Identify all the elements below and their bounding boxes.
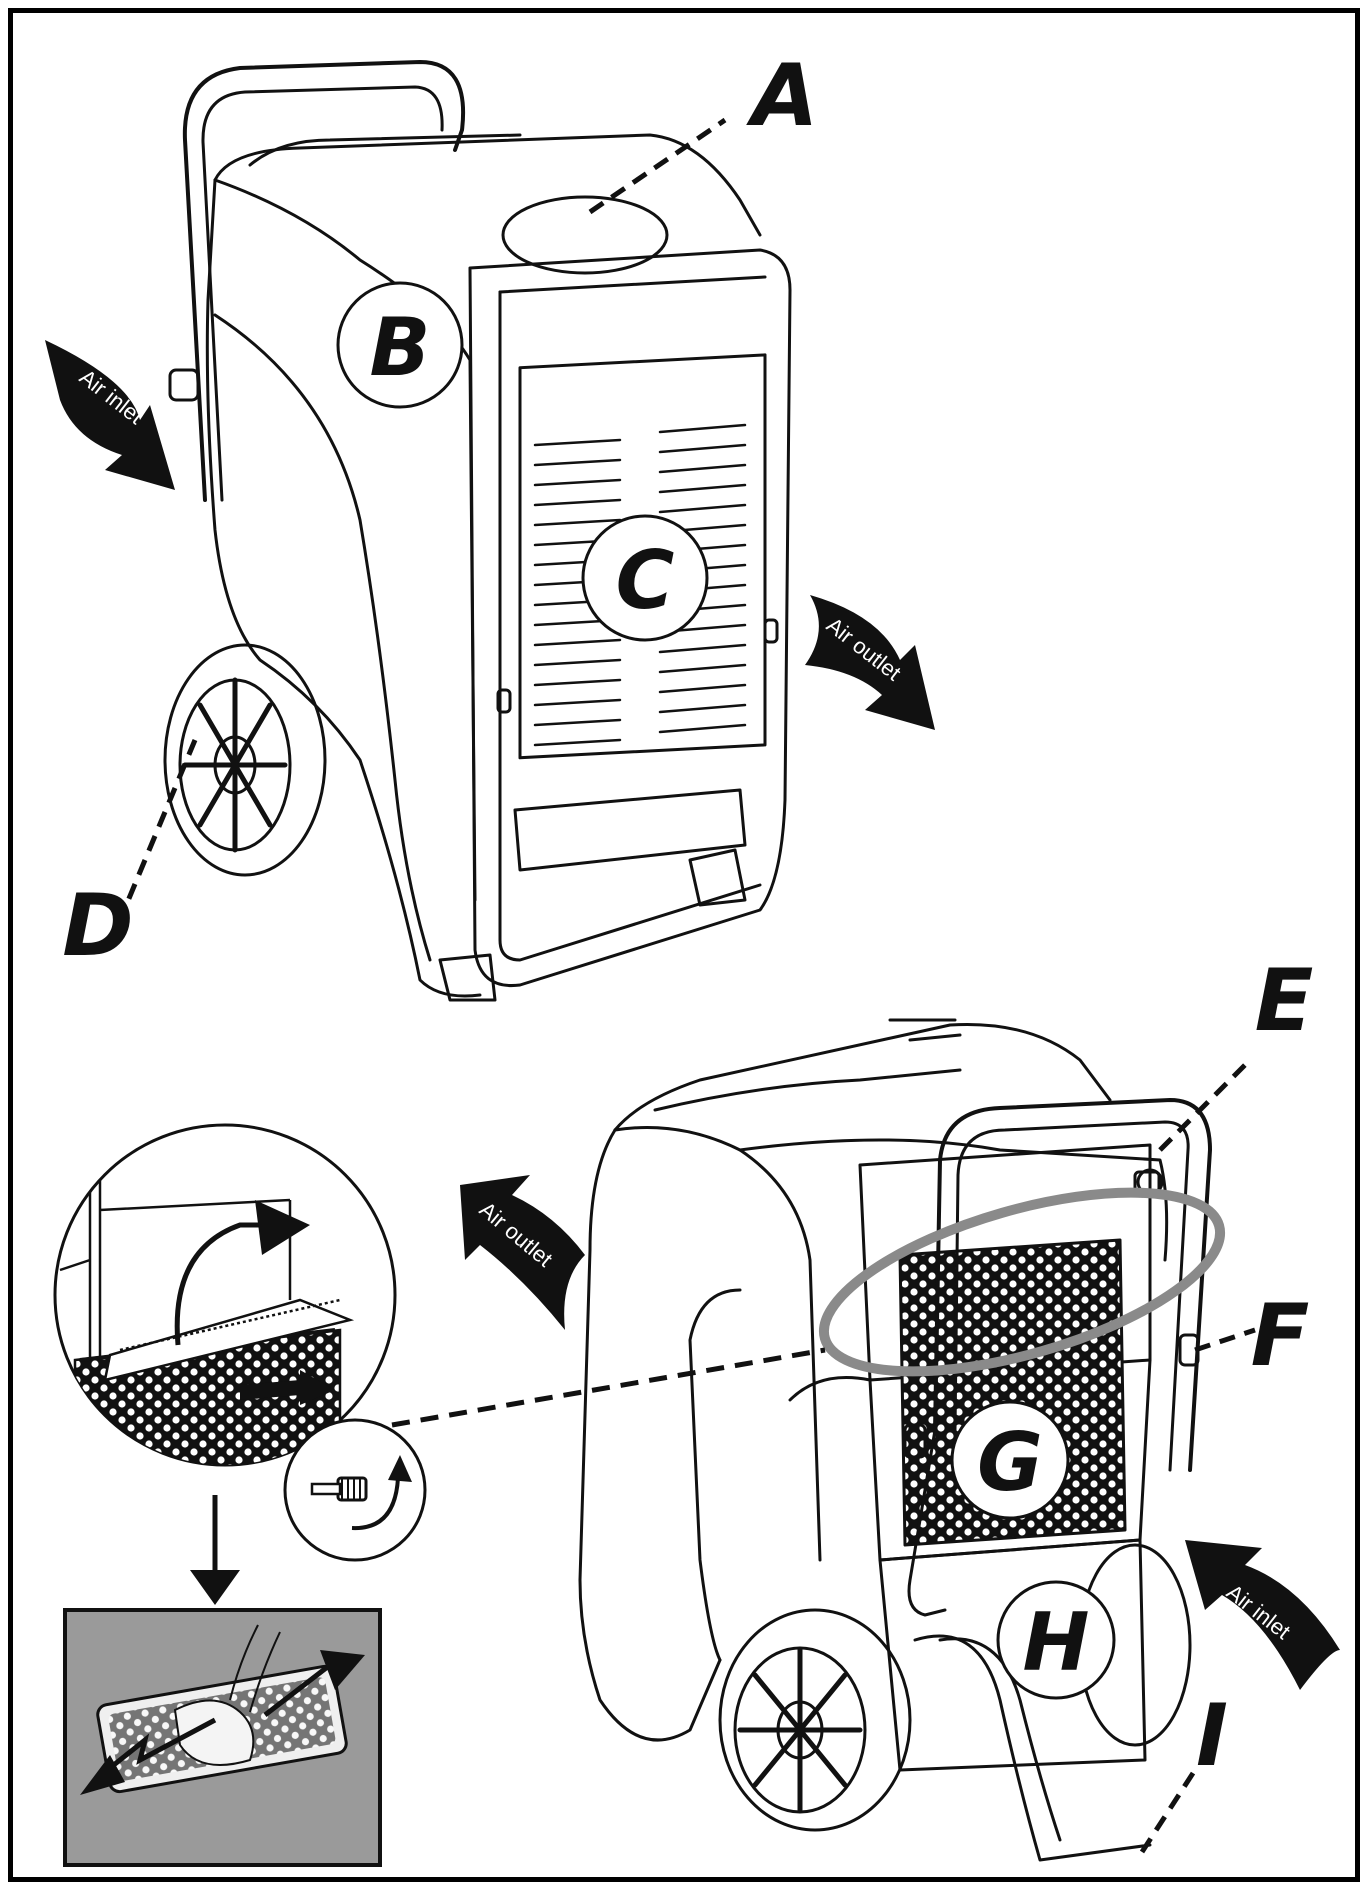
label-H: H [1023, 1596, 1090, 1689]
callout-B: B [336, 281, 464, 409]
label-C: C [616, 534, 675, 627]
air-outlet-arrow-front: Air outlet [805, 595, 935, 730]
callout-C: C [581, 514, 709, 642]
filter-highlight-ring [818, 1187, 1226, 1377]
label-F: F [1251, 1286, 1310, 1386]
air-inlet-arrow-rear: Air inlet [1185, 1540, 1340, 1690]
label-E: E [1255, 951, 1314, 1051]
label-B: B [370, 301, 431, 394]
leader-filter [391, 1347, 826, 1428]
leader-F [1194, 1327, 1256, 1353]
leader-E [1158, 1058, 1252, 1152]
leader-I [1139, 1768, 1198, 1854]
filter-cleaning-hand-icon [173, 1699, 255, 1766]
rotate-arrow-icon [351, 1477, 400, 1531]
air-outlet-arrow-rear: Air outlet [460, 1175, 585, 1330]
thumbscrew-inset [283, 1418, 427, 1562]
label-G: G [977, 1416, 1043, 1509]
leader-D [117, 739, 198, 921]
rear-unit [578, 1018, 1212, 1862]
curved-rotate-arrow-icon [174, 1222, 260, 1346]
top-panel-ellipse [501, 195, 669, 275]
label-A: A [746, 46, 819, 146]
filter-cleaning-photo [63, 1608, 382, 1867]
callout-G: G [950, 1400, 1070, 1520]
leader-A [588, 117, 727, 215]
air-inlet-arrow-front: Air inlet [45, 340, 175, 490]
slide-out-arrow-icon [240, 1370, 335, 1405]
diagram-frame [8, 8, 1360, 1882]
down-arrow [190, 1495, 240, 1605]
thumbscrew-icon [310, 1476, 368, 1502]
front-unit [163, 60, 792, 1002]
label-D: D [62, 876, 133, 976]
callout-H: H [996, 1580, 1116, 1700]
label-I: I [1196, 1686, 1228, 1786]
